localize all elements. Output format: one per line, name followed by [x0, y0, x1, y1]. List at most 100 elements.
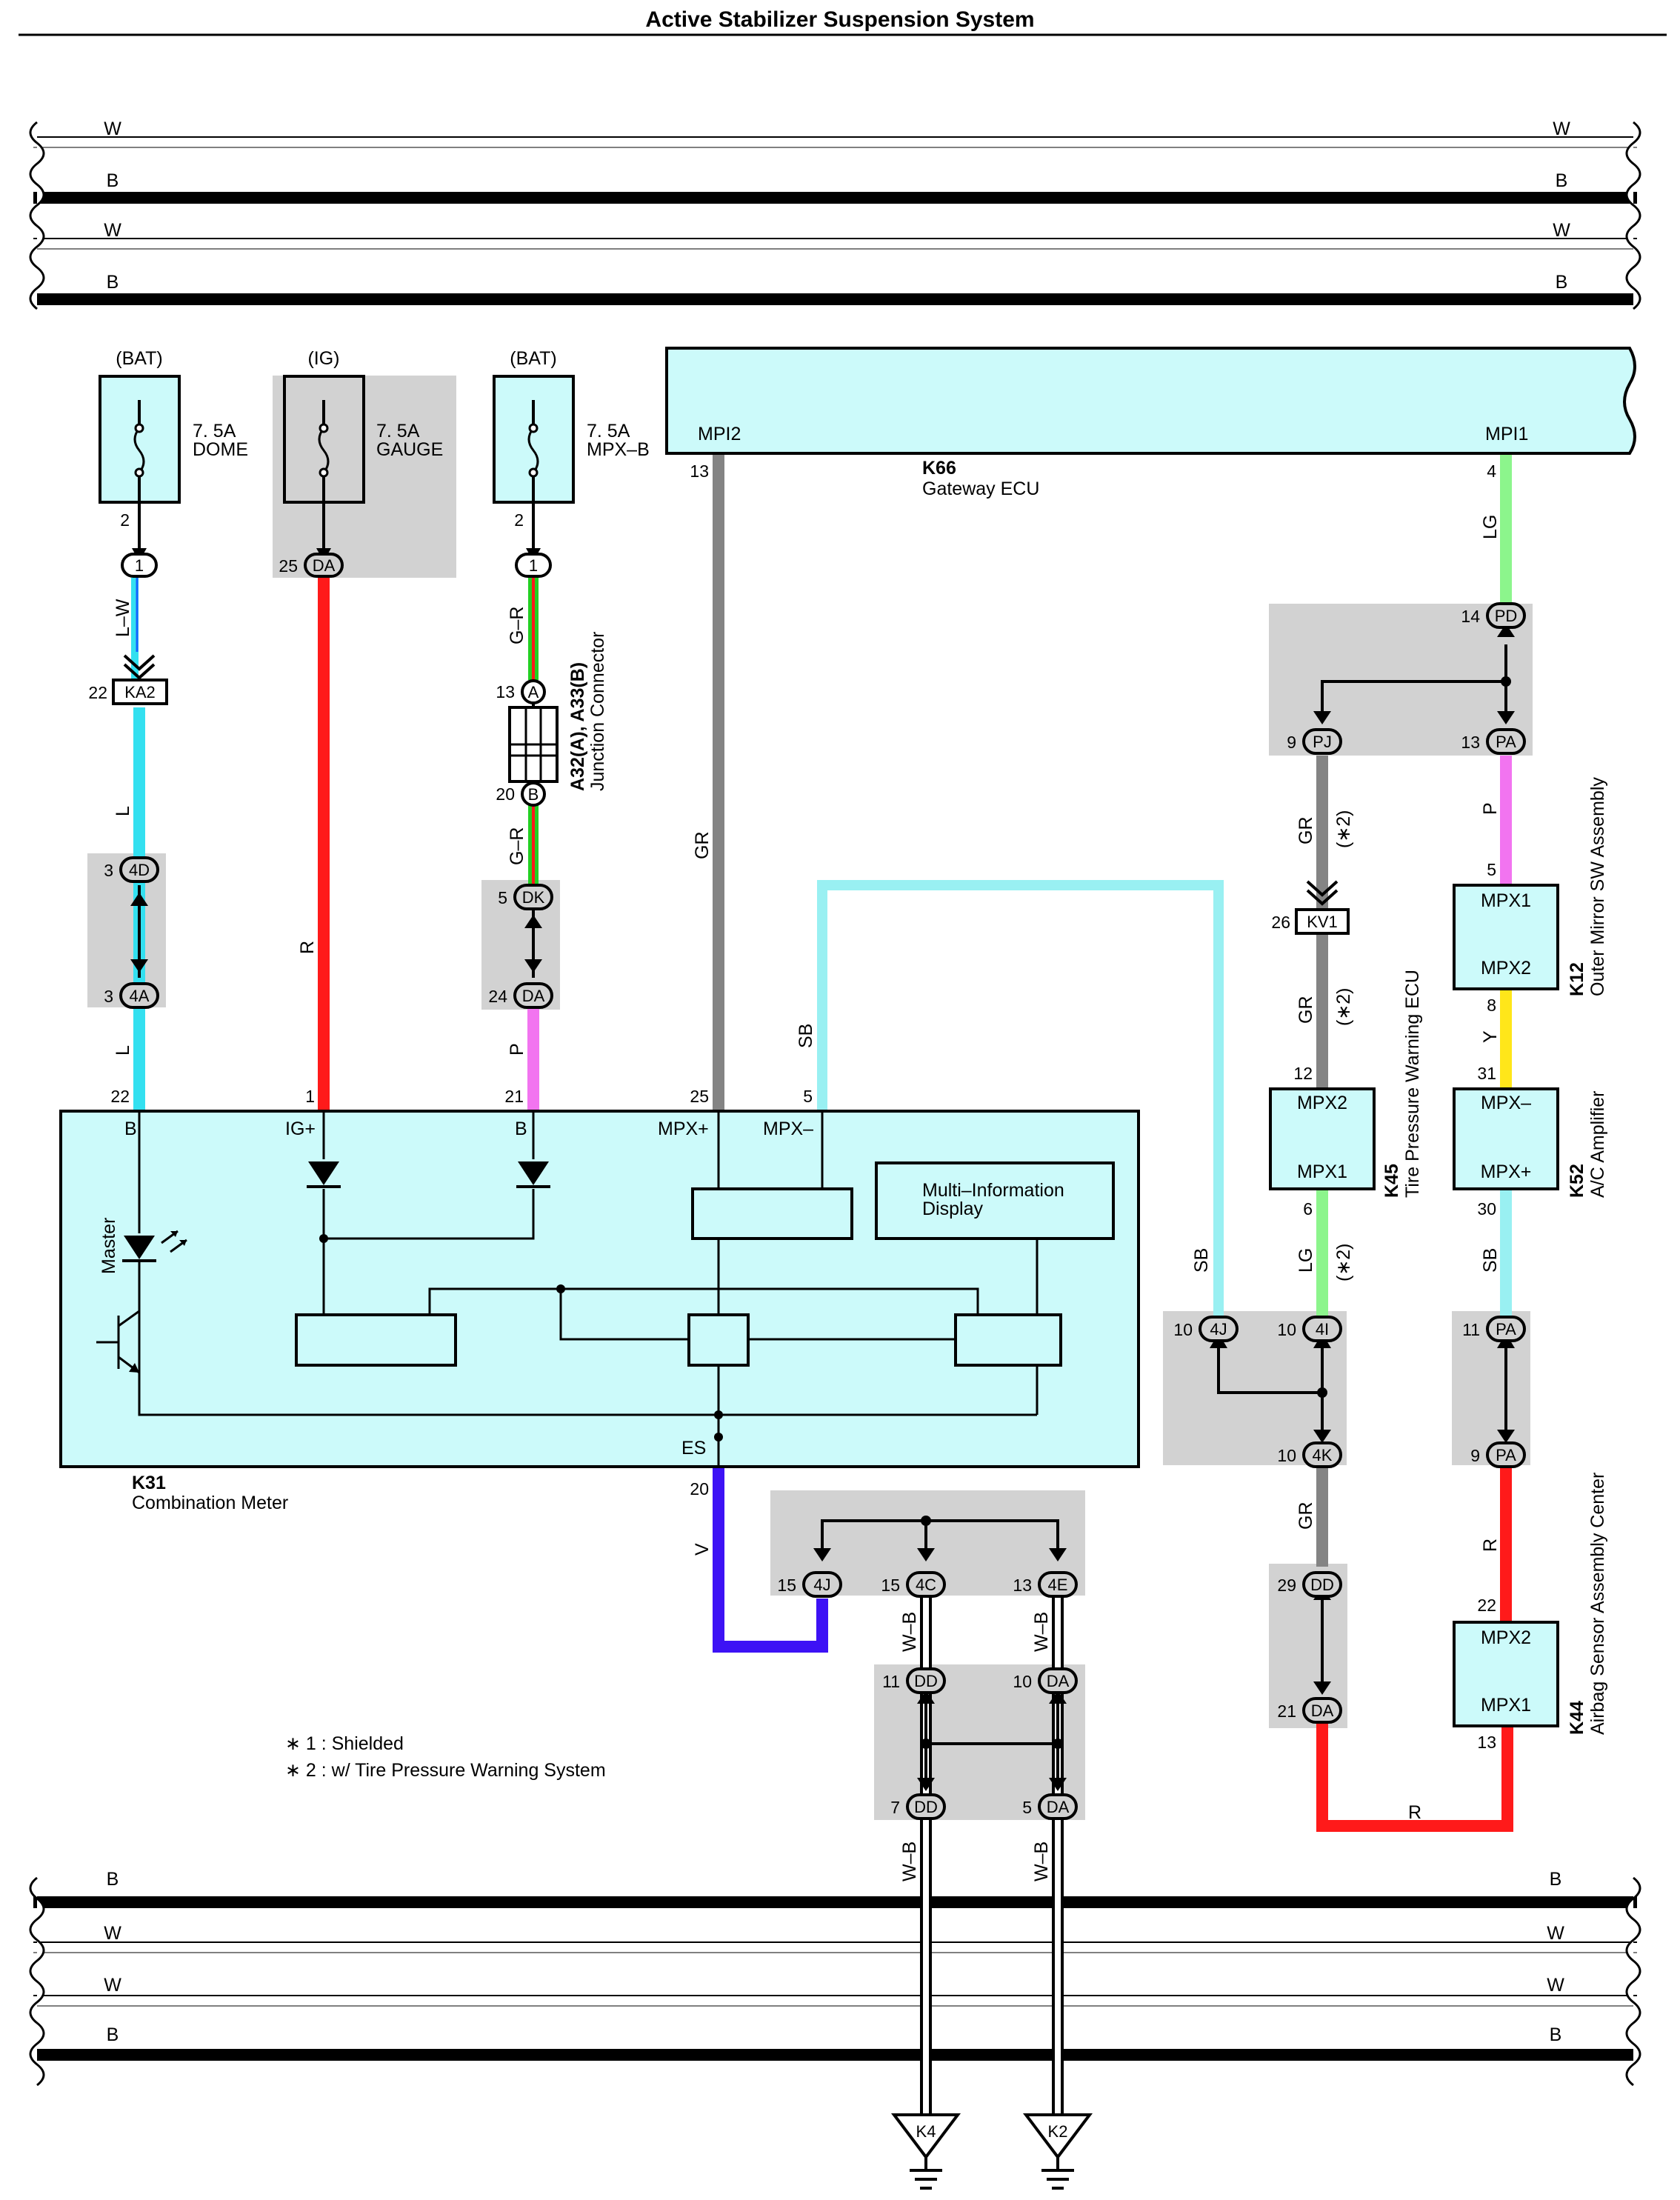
svg-text:10: 10 [1013, 1672, 1032, 1691]
svg-text:13: 13 [690, 461, 709, 481]
pin-numbers: 2 22 3 3 22 25 1 2 13 20 5 24 21 13 25 5… [88, 461, 1496, 1817]
fuse-name: MPX–B [587, 439, 650, 460]
multi-information-display [875, 1161, 1115, 1240]
connector-label: DD [1310, 1576, 1334, 1594]
airbag-sensor: MPX2 MPX1 K44 Airbag Sensor Assembly Cen… [1453, 1473, 1608, 1735]
svg-text:24: 24 [488, 987, 507, 1006]
connector-label: DA [522, 987, 545, 1005]
svg-text:W–B: W–B [1031, 1612, 1052, 1652]
svg-text:SB: SB [1191, 1248, 1212, 1273]
mirror-pin-bottom: MPX2 [1481, 958, 1531, 979]
svg-text:2: 2 [514, 510, 524, 530]
connector-label: KA2 [124, 683, 156, 701]
meter-pin-ig: IG+ [285, 1119, 316, 1139]
svg-text:20: 20 [690, 1479, 709, 1499]
svg-text:W–B: W–B [899, 1612, 920, 1652]
meter-block-right [954, 1313, 1062, 1367]
display-label: Multi–Information [922, 1180, 1064, 1201]
connector-label: DA [313, 556, 336, 575]
svg-text:R: R [1480, 1539, 1501, 1552]
bus-label-b: B [107, 2024, 119, 2045]
connector-a [521, 679, 546, 704]
connector-4a [119, 982, 159, 1009]
svg-text:11: 11 [882, 1672, 900, 1691]
svg-text:22: 22 [88, 683, 107, 702]
connector-label: 4I [1316, 1320, 1329, 1339]
meter-block-left [295, 1313, 457, 1367]
svg-text:R: R [297, 941, 318, 954]
mirror-name: Outer Mirror SW Assembly [1587, 777, 1608, 996]
connector-label: DD [914, 1672, 938, 1690]
bottom-bus: B W W B B W W B [29, 1869, 1641, 2087]
connector-label: DK [522, 888, 545, 907]
fuse-source: (BAT) [510, 348, 556, 369]
svg-text:20: 20 [496, 784, 515, 804]
svg-text:3: 3 [104, 861, 113, 880]
meter-mpx-block [691, 1187, 853, 1240]
bus-label-b: B [1556, 170, 1568, 191]
svg-text:GR: GR [1296, 817, 1316, 845]
svg-text:P: P [1480, 802, 1501, 815]
svg-text:12: 12 [1293, 1064, 1313, 1083]
svg-text:5: 5 [498, 888, 507, 907]
connectors: 1 KA2 4D 4A DA 1 A B DK DA PD PJ PA KV1 … [112, 553, 1526, 1820]
svg-text:15: 15 [777, 1576, 796, 1595]
svg-text:SB: SB [1480, 1248, 1501, 1273]
display-label: Display [922, 1199, 983, 1219]
fuse-name: DOME [193, 439, 248, 460]
svg-text:10: 10 [1277, 1320, 1296, 1339]
fuse-amp: 7. 5A [193, 421, 236, 441]
svg-text:4: 4 [1487, 461, 1496, 481]
svg-text:9: 9 [1287, 733, 1296, 752]
ac-amplifier: MPX– MPX+ K52 A/C Amplifier [1453, 1087, 1608, 1198]
airbag-name: Airbag Sensor Assembly Center [1587, 1473, 1608, 1735]
connector-da [1038, 1667, 1078, 1694]
airbag-pin-top: MPX2 [1481, 1627, 1531, 1648]
connector-label: 1 [529, 556, 538, 575]
bus-label-b: B [107, 170, 119, 191]
fuse-name: GAUGE [376, 439, 443, 460]
bus-label-b: B [1550, 2024, 1562, 2045]
svg-text:Y: Y [1480, 1030, 1501, 1043]
svg-text:26: 26 [1271, 913, 1290, 932]
connector-label: DA [1047, 1672, 1070, 1690]
bus-label-w: W [104, 119, 121, 139]
bus-label-w: W [1547, 1975, 1564, 1996]
svg-text:22: 22 [1477, 1596, 1496, 1615]
ground-label: K2 [1048, 2122, 1068, 2141]
svg-text:GR: GR [692, 832, 713, 860]
fuse-gauge: (IG) 7. 5A GAUGE [283, 348, 443, 548]
connector-dd [1302, 1571, 1342, 1598]
connector-label: DA [1047, 1798, 1070, 1816]
tire-pressure-ecu: MPX2 MPX1 K45 Tire Pressure Warning ECU [1269, 970, 1423, 1198]
ground-k4: K4 [890, 2113, 961, 2190]
svg-text:29: 29 [1277, 1576, 1296, 1595]
connector-dd [906, 1667, 946, 1694]
svg-text:R: R [1408, 1802, 1421, 1823]
connector-label: PJ [1313, 733, 1332, 751]
gateway-name: Gateway ECU [922, 479, 1039, 499]
svg-text:13: 13 [1461, 733, 1480, 752]
tire-pin-top: MPX2 [1297, 1093, 1347, 1113]
connector-1 [121, 553, 158, 578]
ground-k2: K2 [1022, 2113, 1093, 2190]
junction-code: A32(A), A33(B) [567, 662, 588, 791]
svg-text:L–W: L–W [113, 599, 133, 637]
meter-pin-es: ES [681, 1438, 706, 1459]
airbag-pin-bottom: MPX1 [1481, 1695, 1531, 1716]
junction-dots [921, 676, 1511, 1749]
bus-label-w: W [1553, 119, 1570, 139]
svg-text:31: 31 [1477, 1064, 1496, 1083]
junction-connector: A32(A), A33(B) Junction Connector [508, 632, 608, 791]
wire-labels: L–W L L R G–R G–R P GR SB V LG GR GR (∗2… [113, 515, 1501, 1881]
meter-pin-mpx-plus: MPX+ [658, 1119, 709, 1139]
fuse-mpx-b: (BAT) 7. 5A MPX–B [493, 348, 650, 548]
connector-pd [1486, 602, 1526, 629]
diagram-title: Active Stabilizer Suspension System [645, 7, 1034, 32]
svg-text:V: V [692, 1543, 713, 1556]
connector-4j [1199, 1316, 1239, 1342]
connector-dd [906, 1793, 946, 1820]
svg-text:13: 13 [496, 682, 515, 701]
svg-text:G–R: G–R [507, 827, 527, 865]
